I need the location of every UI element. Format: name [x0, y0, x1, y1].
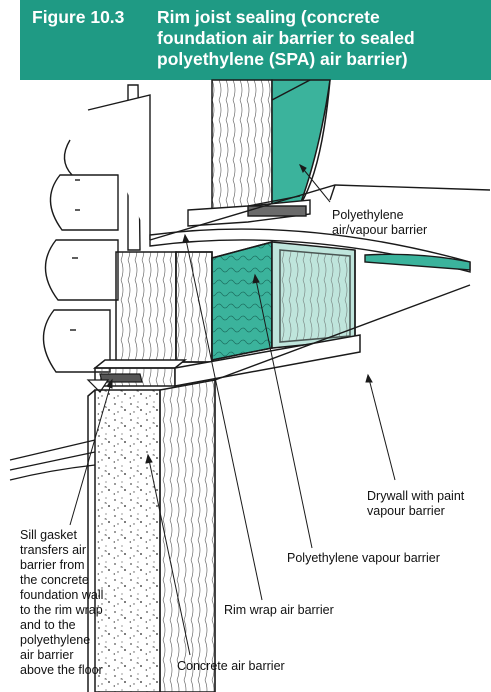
label-line: air/vapour barrier: [332, 223, 428, 237]
label-polyethylene-vapour-barrier: Polyethylene vapour barrier: [287, 551, 440, 565]
exterior-siding: [42, 84, 151, 373]
label-concrete-air-barrier: Concrete air barrier: [177, 659, 285, 673]
figure-title-line: polyethylene (SPA) air barrier): [157, 49, 408, 69]
concrete-foundation: [87, 389, 161, 692]
label-line: air barrier: [20, 648, 74, 662]
label-line: to the rim wrap: [20, 603, 103, 617]
figure-number: Figure 10.3: [32, 7, 125, 27]
interior-floor-assembly: [159, 284, 471, 692]
label-line: polyethylene: [20, 633, 91, 647]
label-line: vapour barrier: [367, 504, 445, 518]
label-line: above the floor: [20, 663, 103, 677]
label-rim-wrap-air-barrier: Rim wrap air barrier: [224, 603, 334, 617]
label-line: and to the: [20, 618, 76, 632]
label-line: Sill gasket: [20, 528, 77, 542]
wall-stud: [211, 79, 331, 217]
rim-joist: [115, 241, 356, 363]
label-line: barrier from: [20, 558, 85, 572]
label-line: Polyethylene: [332, 208, 404, 222]
label-line: Drywall with paint: [367, 489, 465, 503]
label-polyethylene-air-vapour-barrier: Polyethylene air/vapour barrier: [332, 208, 427, 238]
figure-banner: Figure 10.3 Rim joist sealing (concrete …: [20, 0, 491, 80]
label-line: the concrete: [20, 573, 89, 587]
subfloor: [149, 184, 491, 273]
label-line: transfers air: [20, 543, 86, 557]
figure-title-line: Rim joist sealing (concrete: [157, 7, 380, 27]
leader-lines: [69, 163, 396, 656]
sill-gasket: [86, 373, 143, 393]
figure-title: Rim joist sealing (concrete foundation a…: [157, 7, 487, 70]
figure-title-line: foundation air barrier to sealed: [157, 28, 415, 48]
label-drywall-vapour-barrier: Drywall with paint vapour barrier: [367, 489, 464, 519]
label-sill-gasket: Sill gasket transfers air barrier from t…: [20, 528, 103, 678]
label-line: foundation wall: [20, 588, 104, 602]
ground: [9, 439, 96, 481]
